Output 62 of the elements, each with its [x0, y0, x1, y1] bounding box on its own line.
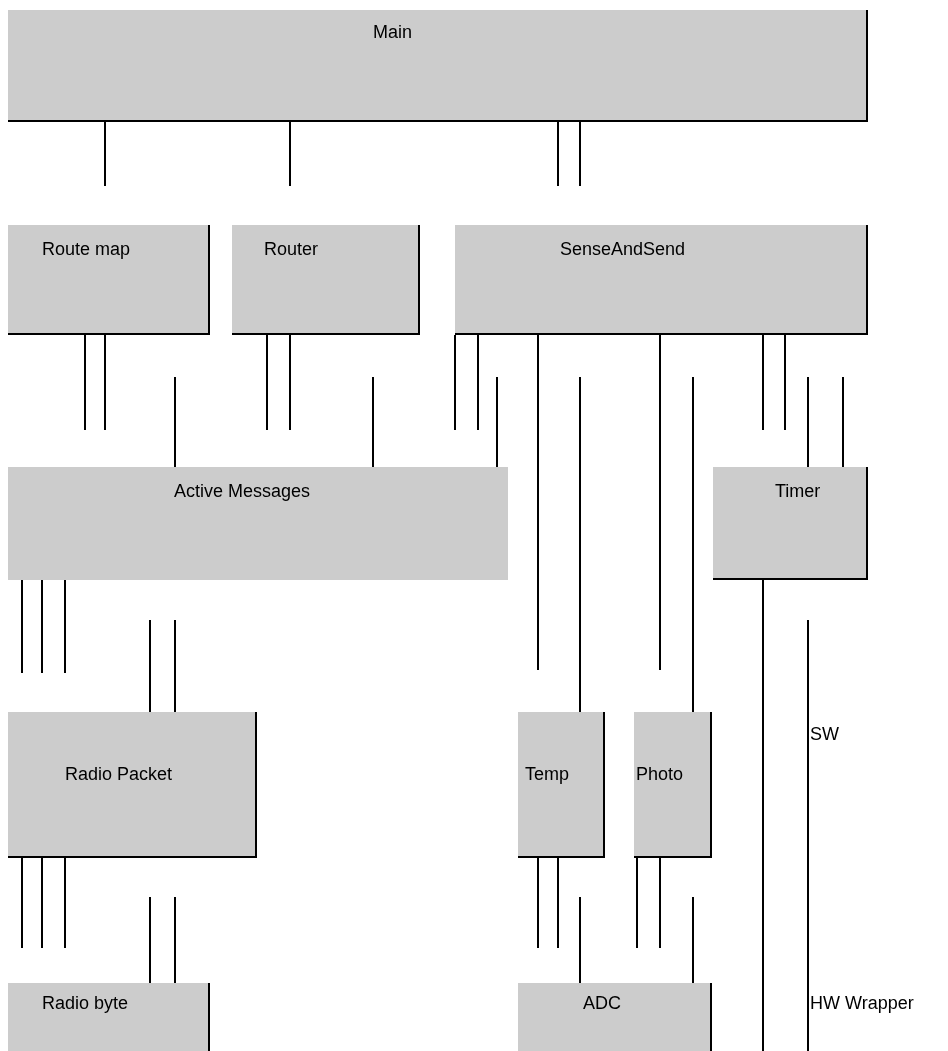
connector-line [537, 334, 539, 671]
component-box [8, 712, 257, 858]
connector-line [477, 334, 479, 431]
component-box [518, 983, 712, 1051]
component-name: SenseAndSend [560, 239, 686, 260]
component-name: Temp [525, 764, 569, 785]
connector-line [174, 619, 176, 713]
connector-line [692, 896, 694, 984]
connector-line [64, 857, 66, 949]
component-box [8, 467, 508, 580]
connector-line [149, 896, 151, 984]
connector-line [762, 334, 764, 431]
component-box [518, 712, 605, 858]
connector-line [842, 376, 844, 468]
connector-line [659, 857, 661, 949]
layer-label: SW [810, 724, 839, 745]
component-name: Radio Packet [65, 764, 173, 785]
connector-line [659, 334, 661, 671]
connector-line [496, 376, 498, 468]
connector-line [289, 334, 291, 431]
connector-line [266, 334, 268, 431]
layer-label: HW Wrapper [810, 993, 914, 1014]
connector-line [174, 376, 176, 468]
component-box [713, 467, 868, 580]
component-name: Timer [775, 481, 821, 502]
connector-line [454, 334, 456, 431]
connector-line [104, 121, 106, 187]
component-box [634, 712, 712, 858]
connector-line [372, 376, 374, 468]
connector-line [104, 334, 106, 431]
connector-line [579, 896, 581, 984]
component-name: Active Messages [174, 481, 311, 502]
component-box [455, 225, 868, 335]
connector-line [41, 579, 43, 674]
connector-line [807, 376, 809, 468]
component-box [8, 225, 210, 335]
component-name: Photo [636, 764, 684, 785]
connector-line [537, 857, 539, 949]
component-box [8, 983, 210, 1051]
component-name: Router [264, 239, 319, 260]
connector-line [21, 579, 23, 674]
connector-line [557, 121, 559, 187]
component-name: Radio byte [42, 993, 129, 1014]
connector-line [21, 857, 23, 949]
connector-line [557, 857, 559, 949]
connector-line [579, 376, 581, 713]
connector-line [579, 121, 581, 187]
connector-line [84, 334, 86, 431]
component-name: Route map [42, 239, 131, 260]
connector-line [692, 376, 694, 713]
connector-line [64, 579, 66, 674]
connector-line [784, 334, 786, 431]
connector-line [289, 121, 291, 187]
connector-line [762, 579, 764, 1051]
component-box [8, 10, 868, 122]
connector-line [41, 857, 43, 949]
connector-line [149, 619, 151, 713]
connector-line [174, 896, 176, 984]
connector-line [636, 857, 638, 949]
component-name: Main [373, 22, 412, 43]
component-box [232, 225, 420, 335]
component-name: ADC [583, 993, 621, 1014]
